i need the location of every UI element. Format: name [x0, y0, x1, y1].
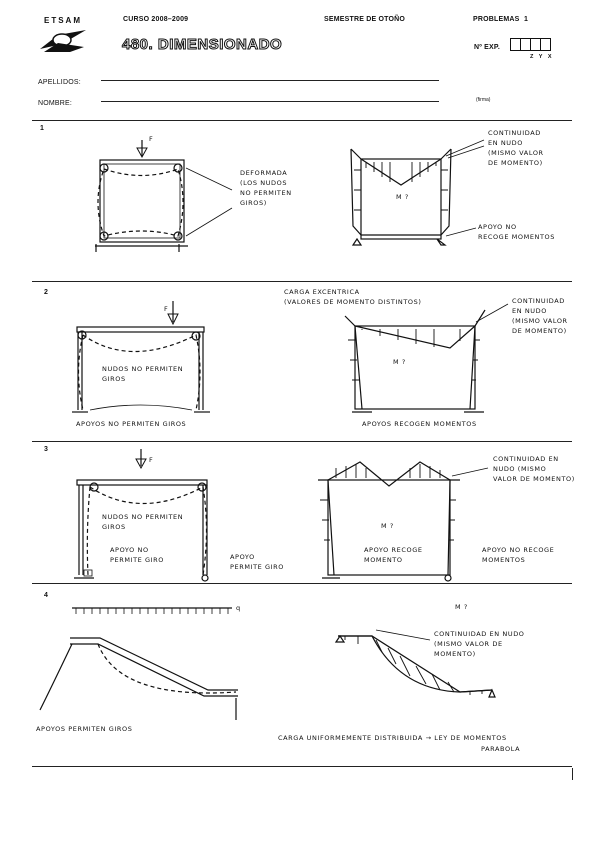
s1-frame: [95, 140, 233, 252]
s2-frame: [72, 301, 210, 413]
s1-left-note: DEFORMADA (LOS NUDOS NO PERMITEN GIROS): [240, 169, 292, 207]
problems-label: PROBLEMAS: [473, 16, 520, 23]
s3-force: F: [149, 456, 154, 464]
s2-force: F: [164, 305, 169, 313]
school-name: ETSAM: [44, 16, 82, 25]
s2-moment-diagram: [344, 303, 509, 413]
s3-right-note-top: CONTINUIDAD EN NUDO (MISMO VALOR DE MOME…: [493, 455, 575, 483]
s1-moment-diagram: [350, 139, 485, 246]
s4-moment-label: M ?: [455, 603, 468, 611]
s4-left-bottom: APOYOS PERMITEN GIROS: [36, 725, 133, 733]
section-2-number: 2: [44, 289, 48, 296]
divider-2: [32, 441, 572, 442]
section-4-number: 4: [44, 592, 48, 599]
s2-right-note-top: CONTINUIDAD EN NUDO (MISMO VALOR DE MOME…: [512, 297, 568, 335]
exp-boxes[interactable]: [510, 38, 551, 56]
s2-right-note-bottom: APOYOS RECOGEN MOMENTOS: [362, 420, 477, 428]
s2-right-title: CARGA EXCENTRICA (VALORES DE MOMENTO DIS…: [284, 288, 422, 306]
section-3-number: 3: [44, 446, 48, 453]
s4-right-bottom-a: CARGA UNIFORMEMENTE DISTRIBUIDA → LEY DE…: [278, 734, 507, 742]
exp-letters: Z Y X: [530, 54, 554, 60]
s4-right-note-top: CONTINUIDAD EN NUDO (MISMO VALOR DE MOME…: [434, 630, 525, 658]
s1-right-note-bottom: APOYO NO RECOGE MOMENTOS: [478, 223, 556, 241]
s1-right-note-top: CONTINUIDAD EN NUDO (MISMO VALOR DE MOME…: [488, 129, 544, 167]
s2-left-bottom: APOYOS NO PERMITEN GIROS: [76, 420, 187, 428]
s1-moment-label: M ?: [396, 193, 409, 201]
s4-right-bottom-b: PARABOLA: [481, 745, 521, 753]
semester-label: SEMESTRE DE OTOÑO: [324, 16, 406, 23]
s3-right-support-b: APOYO NO RECOGE MOMENTOS: [482, 546, 555, 564]
section-1-number: 1: [40, 125, 44, 132]
problems-number: 1: [524, 16, 529, 23]
page-mark: [572, 768, 573, 780]
exp-label: Nº EXP.: [474, 44, 501, 51]
surname-label: APELLIDOS:: [38, 79, 81, 86]
s2-moment-label: M ?: [393, 358, 406, 366]
name-label: NOMBRE:: [38, 100, 73, 107]
s3-support-b: APOYO PERMITE GIRO: [230, 553, 284, 571]
s3-moment-label: M ?: [381, 522, 394, 530]
s2-left-note: NUDOS NO PERMITEN GIROS: [102, 365, 184, 383]
s4-beam: [39, 607, 238, 720]
s4-load-label: q: [236, 604, 241, 612]
divider-3: [32, 583, 572, 584]
divider-4: [32, 766, 572, 767]
s3-support-a: APOYO NO PERMITE GIRO: [110, 546, 164, 564]
page-title: 480. DIMENSIONADO: [121, 36, 283, 54]
surname-field[interactable]: [101, 80, 439, 81]
s3-left-note: NUDOS NO PERMITEN GIROS: [102, 513, 184, 531]
divider-1: [32, 281, 572, 282]
divider-header: [32, 120, 572, 121]
name-field[interactable]: [101, 101, 439, 102]
s1-force: F: [149, 135, 154, 143]
s3-right-support-a: APOYO RECOGE MOMENTO: [364, 546, 423, 564]
etsam-logo-mark: [40, 30, 86, 52]
course-label: CURSO 2008–2009: [123, 16, 189, 23]
signature-label: (firma): [476, 97, 491, 103]
